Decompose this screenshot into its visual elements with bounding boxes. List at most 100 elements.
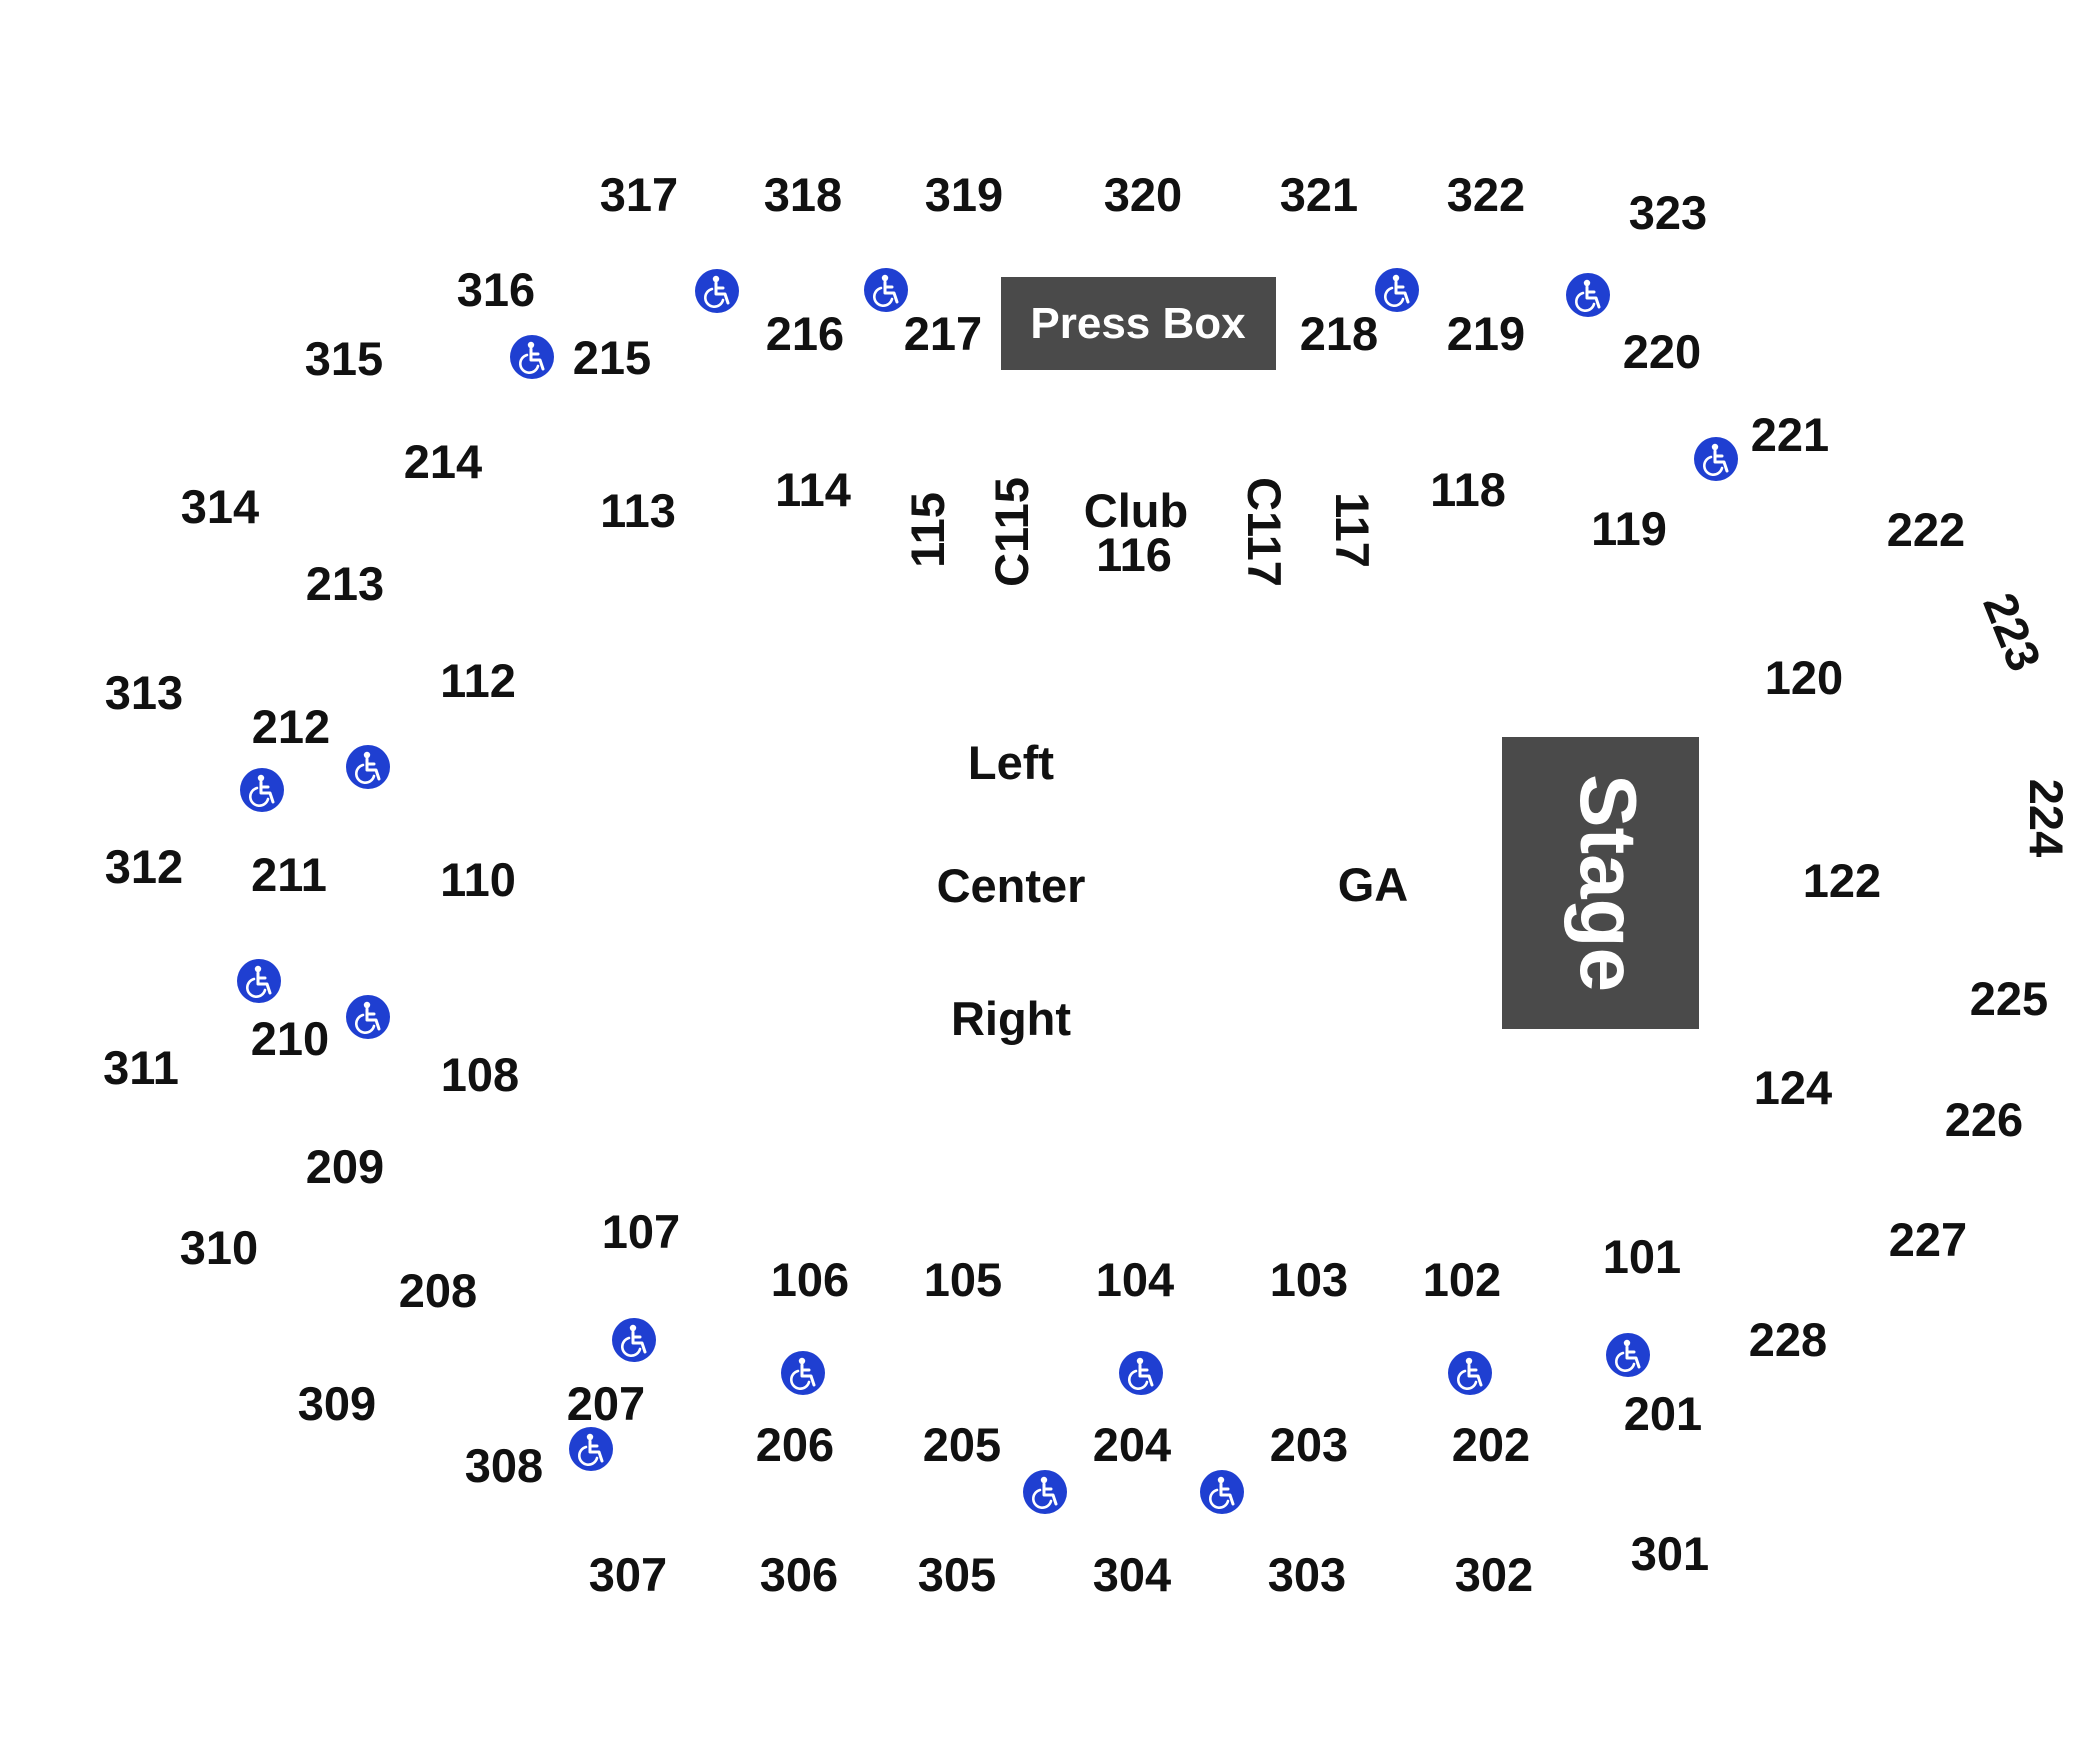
section-314[interactable]: 314 <box>181 480 259 533</box>
section-124[interactable]: 124 <box>1754 1061 1832 1114</box>
wheelchair-icon[interactable] <box>779 1349 827 1397</box>
wheelchair-icon[interactable] <box>1604 1331 1652 1379</box>
section-306[interactable]: 306 <box>760 1548 838 1601</box>
wheelchair-icon[interactable] <box>1198 1468 1246 1516</box>
section-102[interactable]: 102 <box>1423 1253 1501 1306</box>
section-226[interactable]: 226 <box>1945 1093 2023 1146</box>
section-227[interactable]: 227 <box>1889 1213 1967 1266</box>
section-310[interactable]: 310 <box>180 1221 258 1274</box>
section-c115[interactable]: C115 <box>985 477 1038 587</box>
section-319[interactable]: 319 <box>925 168 1003 221</box>
wheelchair-icon[interactable] <box>1446 1349 1494 1397</box>
wheelchair-icon[interactable] <box>344 993 392 1041</box>
section-210[interactable]: 210 <box>251 1012 329 1065</box>
section-105[interactable]: 105 <box>924 1253 1002 1306</box>
section-206[interactable]: 206 <box>756 1418 834 1471</box>
floor-right[interactable]: Right <box>951 992 1071 1045</box>
section-219[interactable]: 219 <box>1447 307 1525 360</box>
section-215[interactable]: 215 <box>573 331 651 384</box>
wheelchair-icon[interactable] <box>610 1316 658 1364</box>
section-110[interactable]: 110 <box>440 853 516 906</box>
section-120[interactable]: 120 <box>1765 651 1843 704</box>
section-224[interactable]: 224 <box>2020 779 2073 857</box>
section-104[interactable]: 104 <box>1096 1253 1174 1306</box>
section-119[interactable]: 119 <box>1591 502 1667 555</box>
section-304[interactable]: 304 <box>1093 1548 1171 1601</box>
section-122[interactable]: 122 <box>1803 854 1881 907</box>
section-112[interactable]: 112 <box>440 654 516 707</box>
section-214[interactable]: 214 <box>404 435 482 488</box>
section-311[interactable]: 311 <box>103 1041 179 1094</box>
section-307[interactable]: 307 <box>589 1548 667 1601</box>
section-317[interactable]: 317 <box>600 168 678 221</box>
section-303[interactable]: 303 <box>1268 1548 1346 1601</box>
section-c117[interactable]: C117 <box>1238 477 1291 587</box>
section-312[interactable]: 312 <box>105 840 183 893</box>
section-323[interactable]: 323 <box>1629 186 1707 239</box>
wheelchair-icon[interactable] <box>238 766 286 814</box>
wheelchair-icon[interactable] <box>1692 435 1740 483</box>
wheelchair-icon[interactable] <box>344 743 392 791</box>
section-117[interactable]: 117 <box>1326 492 1379 568</box>
section-316[interactable]: 316 <box>457 263 535 316</box>
section-322[interactable]: 322 <box>1447 168 1525 221</box>
section-club-116-line2[interactable]: 116 <box>1096 528 1172 581</box>
section-309[interactable]: 309 <box>298 1377 376 1430</box>
section-202[interactable]: 202 <box>1452 1418 1530 1471</box>
section-113[interactable]: 113 <box>600 484 676 537</box>
section-213[interactable]: 213 <box>306 557 384 610</box>
section-318[interactable]: 318 <box>764 168 842 221</box>
floor-center[interactable]: Center <box>937 859 1086 912</box>
wheelchair-icon[interactable] <box>1021 1468 1069 1516</box>
floor-ga[interactable]: GA <box>1338 858 1409 911</box>
section-212[interactable]: 212 <box>252 700 330 753</box>
wheelchair-icon[interactable] <box>508 333 556 381</box>
section-313[interactable]: 313 <box>105 666 183 719</box>
wheelchair-icon[interactable] <box>567 1425 615 1473</box>
wheelchair-icon[interactable] <box>235 957 283 1005</box>
section-223[interactable]: 223 <box>1973 586 2052 679</box>
section-315[interactable]: 315 <box>305 332 383 385</box>
section-321[interactable]: 321 <box>1280 168 1358 221</box>
section-305[interactable]: 305 <box>918 1548 996 1601</box>
stage-label: Stage <box>1564 774 1653 992</box>
section-115[interactable]: 115 <box>901 492 954 568</box>
section-218[interactable]: 218 <box>1300 307 1378 360</box>
section-208[interactable]: 208 <box>399 1264 477 1317</box>
wheelchair-icon[interactable] <box>1117 1349 1165 1397</box>
section-221[interactable]: 221 <box>1751 408 1829 461</box>
wheelchair-icon[interactable] <box>862 266 910 314</box>
section-222[interactable]: 222 <box>1887 503 1965 556</box>
section-217[interactable]: 217 <box>904 307 982 360</box>
section-228[interactable]: 228 <box>1749 1313 1827 1366</box>
section-103[interactable]: 103 <box>1270 1253 1348 1306</box>
section-204[interactable]: 204 <box>1093 1418 1171 1471</box>
section-216[interactable]: 216 <box>766 307 844 360</box>
floor-left[interactable]: Left <box>968 736 1055 789</box>
section-211[interactable]: 211 <box>251 848 327 901</box>
section-220[interactable]: 220 <box>1623 325 1701 378</box>
wheelchair-icon[interactable] <box>693 267 741 315</box>
section-207[interactable]: 207 <box>567 1377 645 1430</box>
section-205[interactable]: 205 <box>923 1418 1001 1471</box>
section-209[interactable]: 209 <box>306 1140 384 1193</box>
wheelchair-icon[interactable] <box>1564 271 1612 319</box>
section-118[interactable]: 118 <box>1430 463 1506 516</box>
section-201[interactable]: 201 <box>1624 1387 1702 1440</box>
section-302[interactable]: 302 <box>1455 1548 1533 1601</box>
section-106[interactable]: 106 <box>771 1253 849 1306</box>
section-101[interactable]: 101 <box>1603 1230 1681 1283</box>
wheelchair-icon[interactable] <box>1373 266 1421 314</box>
section-107[interactable]: 107 <box>602 1205 680 1258</box>
press-box[interactable] <box>1001 277 1276 370</box>
section-320[interactable]: 320 <box>1104 168 1182 221</box>
section-203[interactable]: 203 <box>1270 1418 1348 1471</box>
section-225[interactable]: 225 <box>1970 972 2048 1025</box>
section-301[interactable]: 301 <box>1631 1527 1709 1580</box>
section-108[interactable]: 108 <box>441 1048 519 1101</box>
section-114[interactable]: 114 <box>775 463 851 516</box>
stage[interactable] <box>1502 737 1699 1029</box>
section-308[interactable]: 308 <box>465 1439 543 1492</box>
section-club-116-line1[interactable]: Club <box>1084 484 1188 537</box>
